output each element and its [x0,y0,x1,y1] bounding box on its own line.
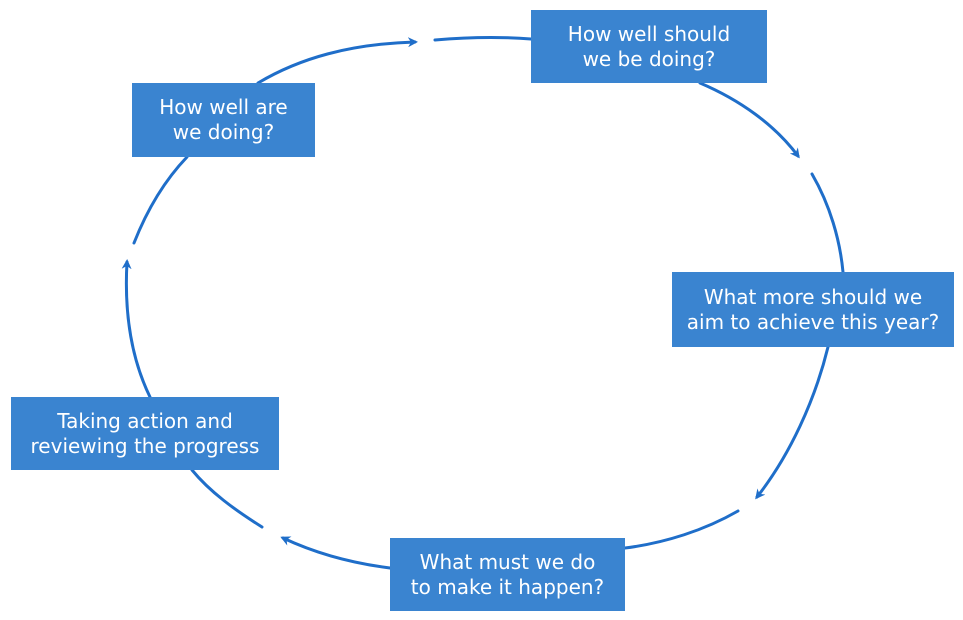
step-what-more-line2: aim to achieve this year? [686,309,940,334]
step-what-more-line1: What more should we [703,284,923,309]
arrow-segment-top [433,36,533,42]
arrow-to-what-more [698,81,800,159]
step-taking-action-box: Taking action and reviewing the progress [11,397,279,470]
step-how-well-should-line1: How well should [567,21,731,46]
step-what-must-line1: What must we do [419,549,596,574]
arrow-to-how-well-are [121,259,152,399]
arrow-segment-bottom-left [190,468,264,529]
step-what-must-line2: to make it happen? [410,574,605,599]
step-how-well-are-box: How well are we doing? [132,83,315,157]
step-how-well-are-line2: we doing? [172,120,275,144]
step-how-well-should-box: How well should we be doing? [531,10,767,83]
step-what-must-box: What must we do to make it happen? [390,538,625,611]
arrow-segment-left [132,155,189,245]
step-taking-action-line1: Taking action and [57,408,233,433]
arrow-segment-right-top [810,172,845,274]
arrow-to-how-well-should [256,37,418,85]
step-what-more-box: What more should we aim to achieve this … [672,272,954,347]
arrow-to-taking-action [280,536,392,570]
step-how-well-should-line2: we be doing? [582,46,716,71]
step-how-well-are-line1: How well are [159,95,288,119]
arrow-segment-right-bottom [623,509,740,550]
arrow-to-what-must [755,345,830,500]
step-taking-action-line2: reviewing the progress [30,433,260,458]
